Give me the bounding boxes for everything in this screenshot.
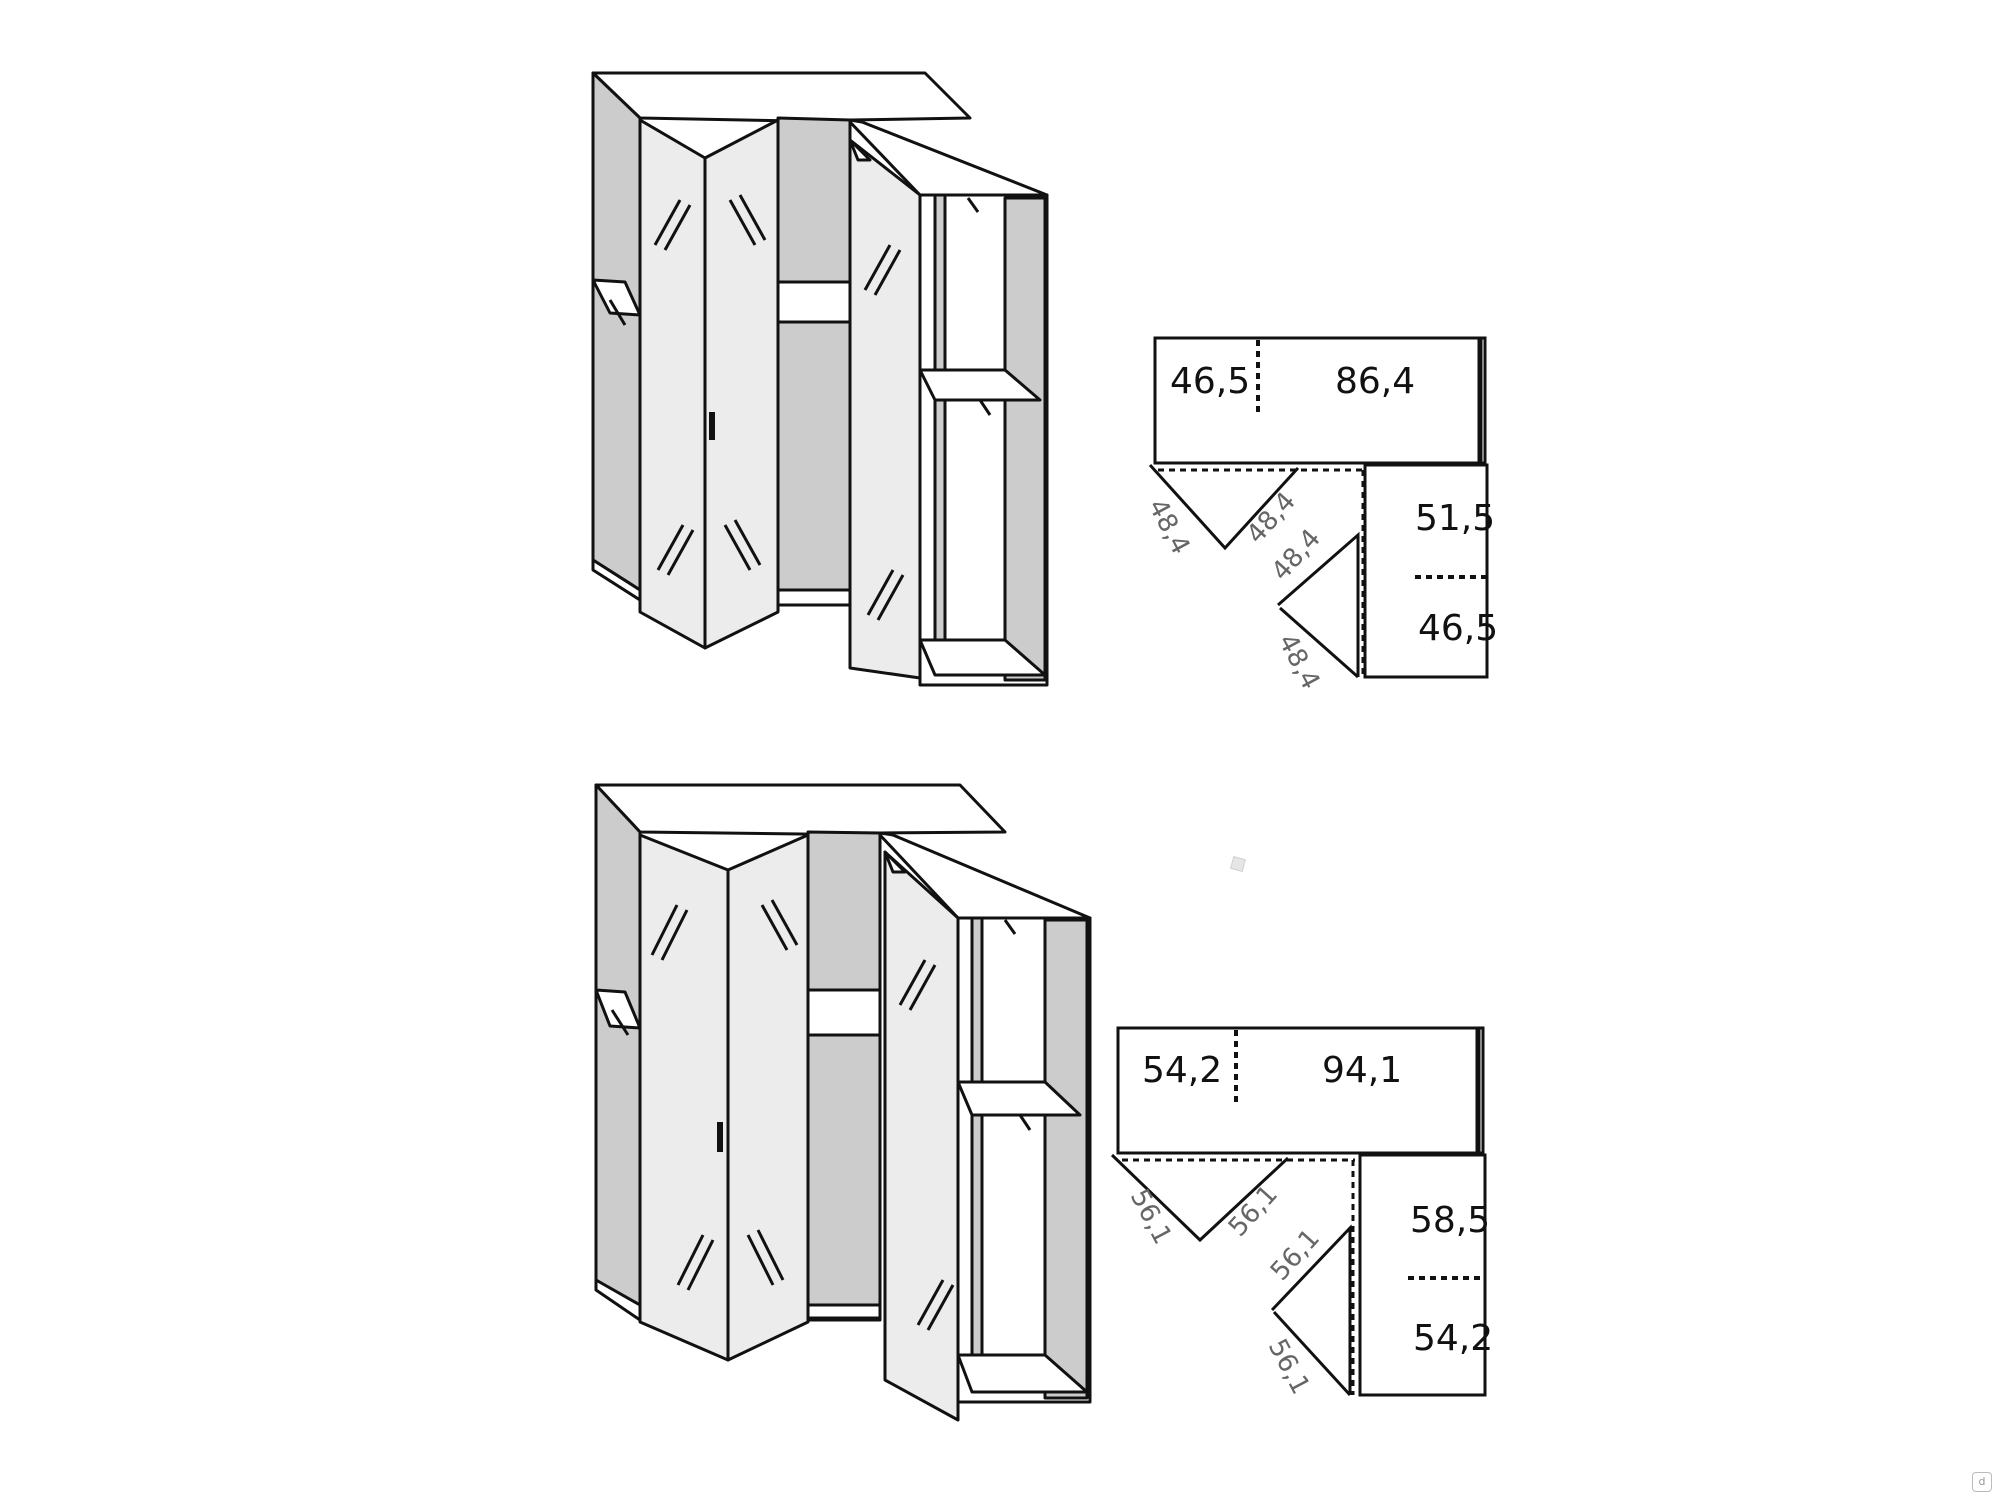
dim-right-top: 58,5: [1410, 1200, 1490, 1241]
dim-diag-1: 56,1: [1124, 1184, 1178, 1249]
wardrobe-3d-bottom: [594, 783, 1092, 1422]
logo-mark-icon: d: [1972, 1472, 1992, 1492]
faint-mark-icon: [1230, 856, 1246, 872]
dim-diag-2: 56,1: [1223, 1180, 1284, 1243]
dim-top-right: 86,4: [1335, 361, 1415, 402]
dim-top-left: 46,5: [1170, 361, 1250, 402]
floor-plan-top: [1148, 336, 1489, 679]
wardrobe-3d-top: [591, 71, 1049, 687]
glass-reflection-marks: [650, 899, 955, 1331]
dimension-labels-bottom: 54,2 94,1 58,5 54,2 56,1 56,1 56,1 56,1: [1124, 1050, 1493, 1399]
dim-diag-1: 48,4: [1142, 494, 1196, 559]
folding-door-middle: [703, 118, 780, 650]
dim-right-bottom: 54,2: [1413, 1318, 1493, 1359]
dim-right-bottom: 46,5: [1418, 608, 1498, 649]
dim-top-left: 54,2: [1142, 1050, 1222, 1091]
folding-door-corner: [883, 850, 960, 1422]
floor-plan-bottom: [1110, 1026, 1487, 1397]
dim-top-right: 94,1: [1322, 1050, 1402, 1091]
folding-door-corner: [848, 138, 922, 680]
glass-reflection-marks: [653, 194, 905, 621]
dim-right-top: 51,5: [1415, 498, 1495, 539]
folding-door-middle: [726, 833, 810, 1362]
dim-diag-4: 56,1: [1262, 1334, 1316, 1399]
dim-diag-4: 48,4: [1272, 629, 1326, 694]
dim-diag-3: 56,1: [1265, 1224, 1326, 1287]
